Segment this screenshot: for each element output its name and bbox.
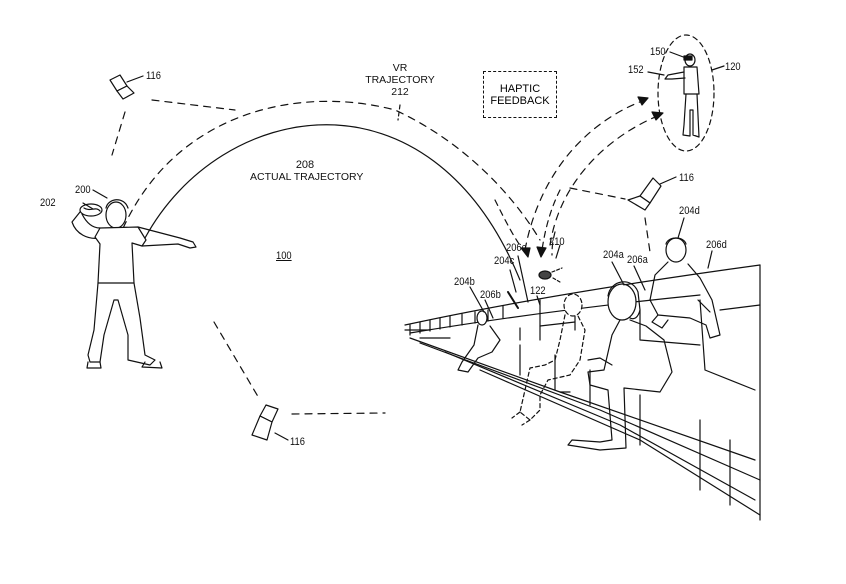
haptic-feedback-line1: HAPTIC bbox=[499, 82, 541, 95]
camera-sightline bbox=[570, 188, 625, 199]
camera-icon-bottom bbox=[252, 405, 278, 440]
seat-206a-label: 206a bbox=[627, 254, 648, 266]
headset-ref-label: 150 bbox=[650, 46, 666, 58]
camera-label-bottom: 116 bbox=[290, 436, 305, 448]
camera-sightline bbox=[112, 112, 125, 155]
environment-ref-label: 100 bbox=[276, 250, 292, 262]
vr-trajectory-leader bbox=[398, 105, 400, 120]
actual-trajectory-arc bbox=[145, 125, 520, 280]
thrower-figure bbox=[72, 200, 196, 368]
spectator-204a bbox=[568, 282, 672, 450]
spectator-204c bbox=[512, 294, 585, 425]
vr-trajectory-arc bbox=[118, 101, 540, 240]
spectator-204d bbox=[650, 238, 720, 338]
remote-user-ref-label: 120 bbox=[725, 61, 741, 73]
vr-trajectory-line1: VR bbox=[392, 62, 408, 74]
spectator-204d-label: 204d bbox=[679, 205, 700, 217]
spectator-204b-label: 204b bbox=[454, 276, 475, 288]
camera-sightline bbox=[292, 413, 385, 414]
camera-sightline bbox=[152, 100, 235, 110]
haptic-feedback-box: HAPTIC FEEDBACK bbox=[483, 71, 557, 118]
dashed-arrow-down-3 bbox=[552, 232, 555, 255]
remote-user-boundary bbox=[658, 35, 714, 151]
actual-trajectory-label: ACTUAL TRAJECTORY bbox=[250, 171, 364, 183]
dashed-arrow-down-2 bbox=[542, 190, 560, 250]
virtual-object-ref-label: 210 bbox=[549, 236, 565, 248]
thrower-ref-label: 200 bbox=[75, 184, 91, 196]
dashed-arrow-to-remote-user-1 bbox=[525, 100, 645, 250]
vr-trajectory-ref: 212 bbox=[391, 86, 409, 98]
seat-206c-label: 206c bbox=[506, 242, 527, 254]
thrown-object bbox=[80, 204, 102, 216]
seat-206d-label: 206d bbox=[706, 239, 727, 251]
vr-trajectory-line2: TRAJECTORY bbox=[365, 74, 435, 86]
thrown-object-ref-label: 202 bbox=[40, 197, 56, 209]
dashed-arrow-to-remote-user-2 bbox=[550, 115, 660, 245]
camera-sightline bbox=[645, 218, 650, 252]
camera-sightline bbox=[214, 322, 260, 400]
camera-icon-right bbox=[628, 178, 661, 210]
spectator-204b bbox=[458, 311, 500, 372]
spectator-204c-label: 204c bbox=[494, 255, 515, 267]
haptic-feedback-line2: FEEDBACK bbox=[490, 94, 550, 107]
virtual-object bbox=[539, 268, 562, 282]
controller-ref-label: 152 bbox=[628, 64, 644, 76]
stadium-seating bbox=[405, 265, 760, 520]
camera-label-top-left: 116 bbox=[146, 70, 161, 82]
camera-icon-top-left bbox=[110, 75, 134, 99]
spectator-204a-label: 204a bbox=[603, 249, 624, 261]
device-ref-label: 122 bbox=[530, 285, 546, 297]
seat-206b-label: 206b bbox=[480, 289, 501, 301]
camera-label-right: 116 bbox=[679, 172, 694, 184]
remote-user-figure bbox=[665, 54, 699, 137]
actual-trajectory-ref: 208 bbox=[295, 159, 315, 171]
